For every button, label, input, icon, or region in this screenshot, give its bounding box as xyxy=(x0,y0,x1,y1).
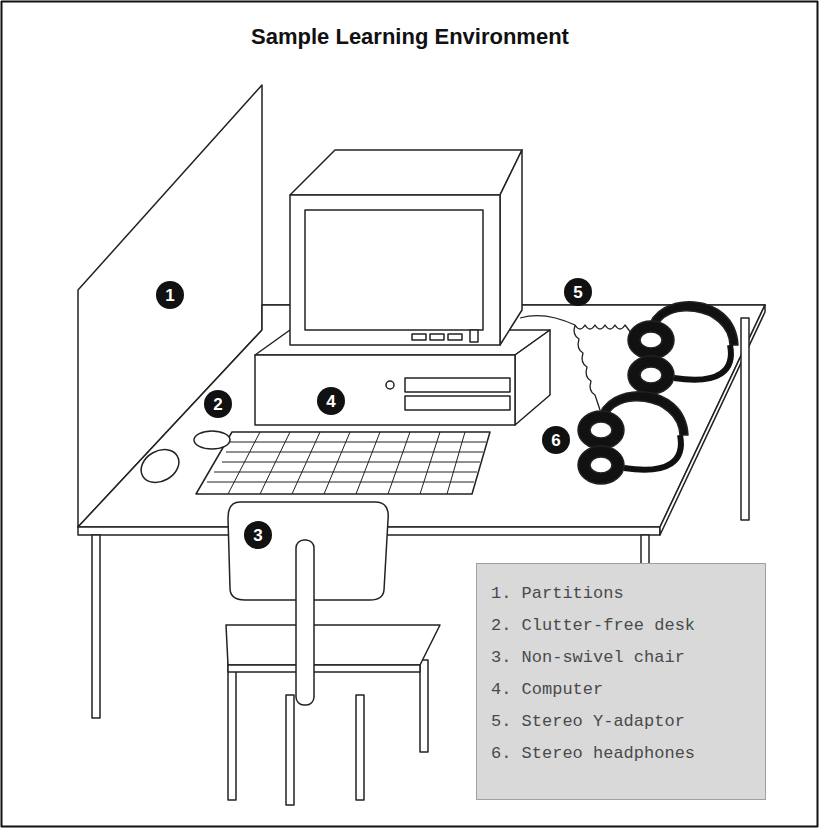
callout-number: 1 xyxy=(165,287,174,304)
monitor xyxy=(290,150,522,345)
callout-circle: 2 xyxy=(204,390,232,418)
desk-leg xyxy=(92,535,100,718)
mouse-pad xyxy=(194,431,230,449)
chair xyxy=(226,502,440,805)
callout-number: 6 xyxy=(551,432,560,449)
legend-item: 4. Computer xyxy=(491,674,753,706)
legend-item: 6. Stereo headphones xyxy=(491,738,753,770)
callout-circle: 4 xyxy=(317,387,345,415)
keyboard xyxy=(196,432,490,494)
legend-item: 3. Non-swivel chair xyxy=(491,642,753,674)
legend-item: 5. Stereo Y-adaptor xyxy=(491,706,753,738)
callout-circle: 1 xyxy=(156,281,184,309)
desk-top xyxy=(78,305,765,527)
callout-number: 4 xyxy=(326,393,335,410)
headphones xyxy=(628,302,738,394)
headphones xyxy=(578,392,688,484)
desk-leg xyxy=(741,318,749,520)
callout-number: 2 xyxy=(213,396,222,413)
legend-item: 1. Partitions xyxy=(491,578,753,610)
callout-circle: 5 xyxy=(564,278,592,306)
legend-box: 1. Partitions2. Clutter-free desk3. Non-… xyxy=(476,563,766,800)
legend-item: 2. Clutter-free desk xyxy=(491,610,753,642)
mouse xyxy=(135,443,185,489)
callout-number: 3 xyxy=(253,527,262,544)
callout-circle: 3 xyxy=(244,521,272,549)
page-title: Sample Learning Environment xyxy=(0,24,820,50)
callout-circle: 6 xyxy=(542,426,570,454)
callout-number: 5 xyxy=(573,284,582,301)
